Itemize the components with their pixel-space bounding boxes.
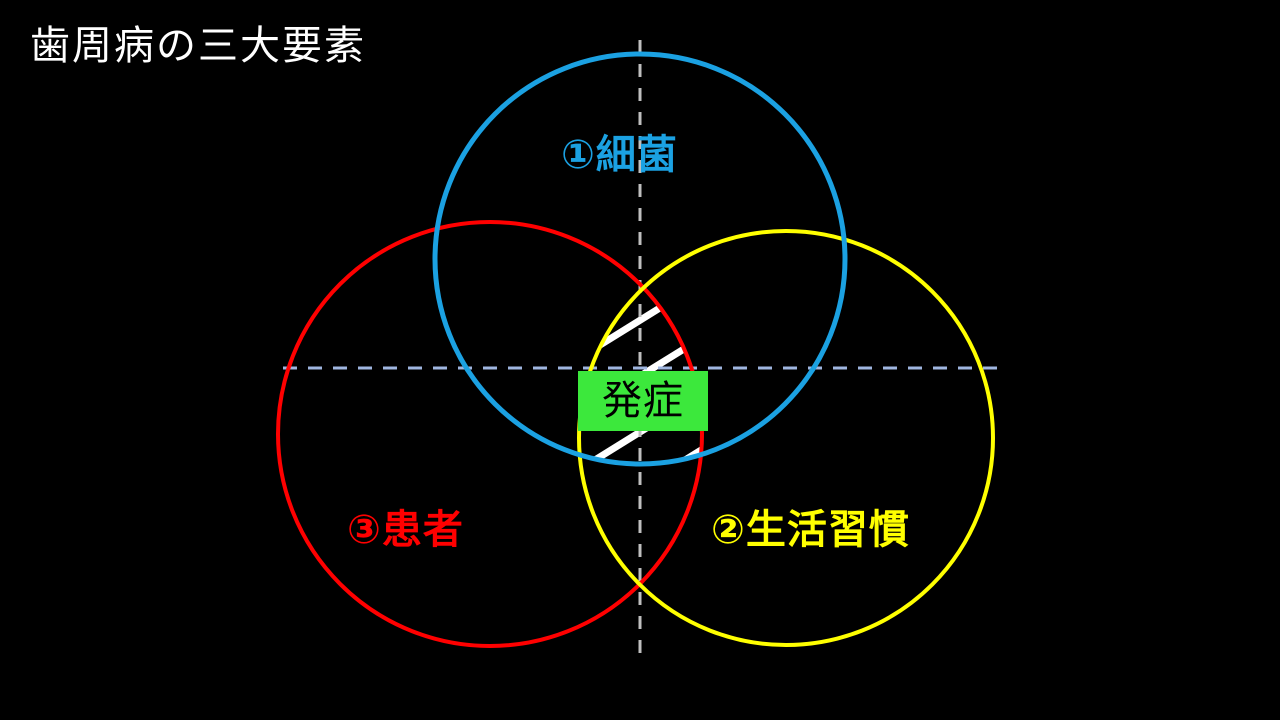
page-title: 歯周病の三大要素 — [30, 23, 366, 69]
hatch-line — [579, 231, 702, 449]
venn-label-lifestyle: ②生活習慣 — [711, 507, 910, 553]
onset-label: 発症 — [602, 378, 684, 424]
venn-label-patient: ③患者 — [347, 507, 464, 553]
venn-label-bacteria: ①細菌 — [561, 132, 678, 178]
venn-circle-bacteria[interactable] — [432, 51, 848, 467]
venn-circle-lifestyle[interactable] — [577, 229, 995, 647]
onset-callout-box: 発症 — [578, 371, 708, 431]
venn-circle-patient[interactable] — [276, 220, 704, 648]
